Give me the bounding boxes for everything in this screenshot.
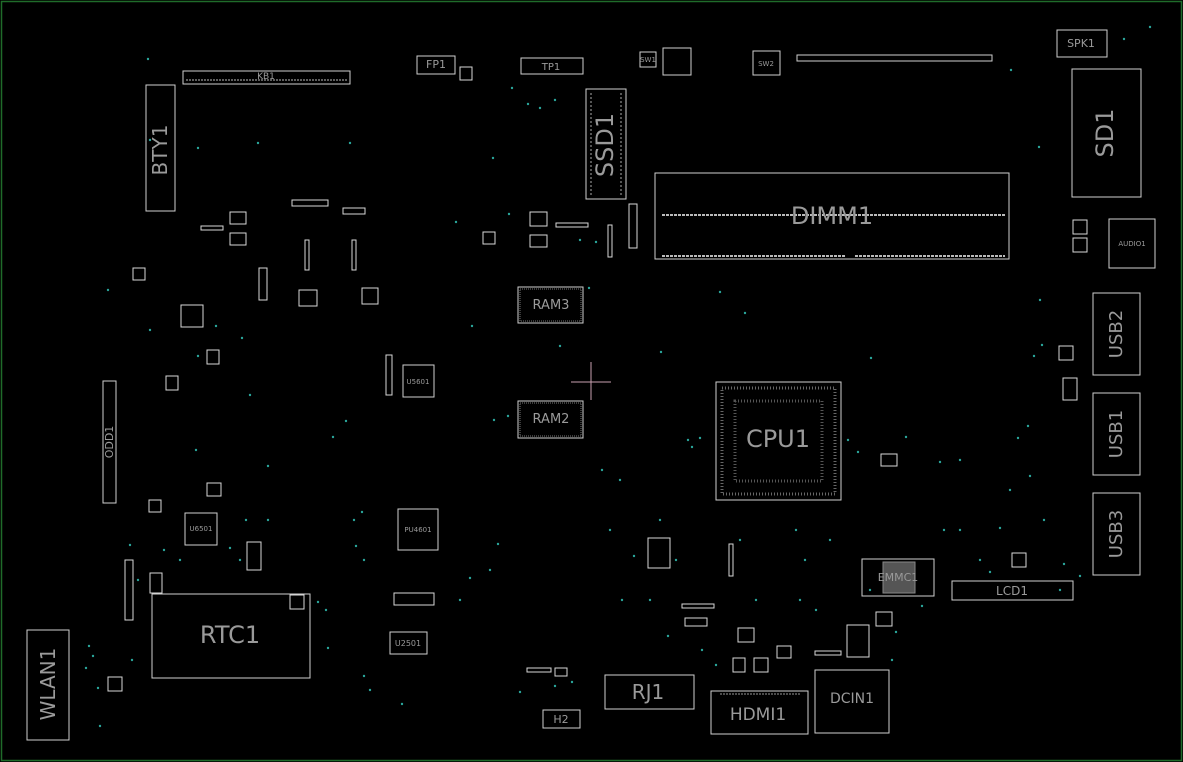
wlan1-label: WLAN1 (36, 648, 60, 721)
sd1-label: SD1 (1091, 109, 1119, 158)
sw1-label: SW1 (640, 56, 656, 64)
component-wlan1[interactable]: WLAN1 (26, 629, 70, 741)
component-rj1[interactable]: RJ1 (604, 674, 695, 710)
component-sw2[interactable]: SW2 (752, 50, 781, 76)
ram2-label: RAM2 (533, 412, 570, 427)
u5601-label: U5601 (407, 378, 430, 386)
small-components (107, 199, 1088, 692)
top-connector (796, 54, 993, 62)
component-dimm1[interactable]: DIMM1 (654, 172, 1010, 260)
component-sd1[interactable]: SD1 (1071, 68, 1142, 198)
u2501-label: U2501 (395, 639, 421, 648)
audio1-label: AUDIO1 (1118, 240, 1145, 248)
component-u2501[interactable]: U2501 (389, 631, 428, 655)
component-pu4601[interactable]: PU4601 (397, 508, 439, 551)
component-u6501[interactable]: U6501 (184, 512, 218, 546)
component-bty1[interactable]: BTY1 (145, 84, 176, 212)
component-emmc1[interactable]: EMMC1 (861, 558, 935, 597)
component-ssd1[interactable]: SSD1 (585, 88, 627, 200)
crosshair-cursor (571, 362, 611, 400)
component-usb3[interactable]: USB3 (1092, 492, 1141, 576)
emmc1-label: EMMC1 (878, 571, 919, 584)
component-ram2[interactable]: RAM2 (517, 400, 584, 439)
cpu1-label: CPU1 (746, 425, 810, 453)
lcd1-label: LCD1 (996, 584, 1028, 598)
vias (84, 25, 1152, 728)
kb1-label: KB1 (257, 72, 275, 82)
component-usb1[interactable]: USB1 (1092, 392, 1141, 476)
component-spk1[interactable]: SPK1 (1056, 29, 1108, 58)
component-hdmi1[interactable]: HDMI1 (710, 690, 809, 735)
usb1-label: USB1 (1106, 410, 1127, 458)
bty1-label: BTY1 (148, 125, 172, 176)
component-fp1[interactable]: FP1 (416, 55, 473, 81)
pu4601-label: PU4601 (404, 526, 431, 534)
odd1-label: ODD1 (103, 426, 116, 459)
ram3-label: RAM3 (533, 298, 570, 313)
component-h2[interactable]: H2 (542, 709, 581, 729)
sw2-label: SW2 (758, 60, 774, 68)
component-odd1[interactable]: ODD1 (102, 380, 117, 504)
dimm1-label: DIMM1 (791, 202, 873, 230)
rtc1-label: RTC1 (200, 621, 260, 649)
component-u5601[interactable]: U5601 (402, 364, 435, 398)
component-audio1[interactable]: AUDIO1 (1108, 218, 1156, 269)
fp1-label: FP1 (426, 58, 446, 71)
component-rtc1[interactable]: RTC1 (151, 593, 311, 679)
rj1-label: RJ1 (632, 680, 665, 704)
usb2-label: USB2 (1106, 310, 1127, 358)
component-cpu1[interactable]: CPU1 (715, 381, 842, 501)
spk1-label: SPK1 (1067, 37, 1095, 50)
component-tp1[interactable]: TP1 (520, 57, 584, 75)
component-sw1[interactable]: SW1 (639, 47, 692, 76)
dcin1-label: DCIN1 (830, 691, 874, 707)
component-ram3[interactable]: RAM3 (517, 286, 584, 324)
component-dcin1[interactable]: DCIN1 (814, 669, 890, 734)
tp1-label: TP1 (541, 62, 561, 73)
h2-label: H2 (553, 713, 568, 726)
component-usb2[interactable]: USB2 (1092, 292, 1141, 376)
component-lcd1[interactable]: LCD1 (951, 580, 1074, 601)
component-kb1[interactable]: KB1 (182, 70, 351, 85)
ssd1-label: SSD1 (591, 113, 619, 177)
u6501-label: U6501 (190, 525, 213, 533)
hdmi1-label: HDMI1 (730, 705, 786, 725)
usb3-label: USB3 (1106, 510, 1127, 558)
